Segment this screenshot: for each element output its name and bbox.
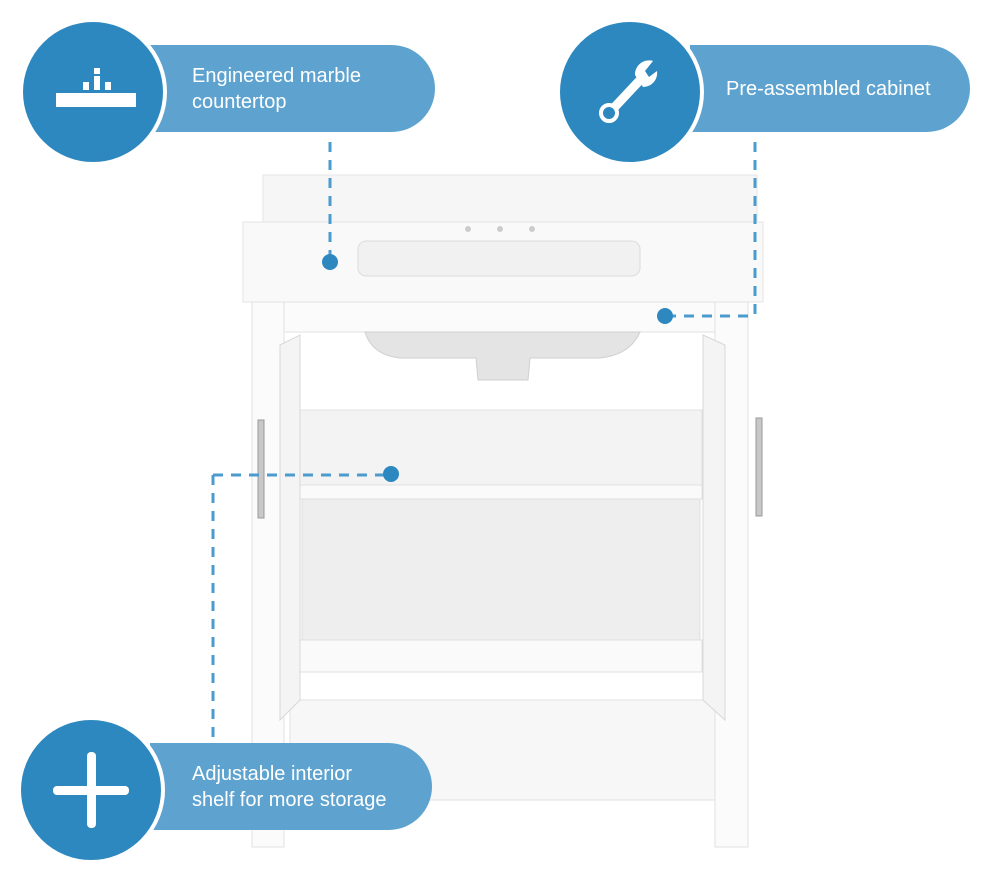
callout-shelf-line2: shelf for more storage	[192, 788, 387, 811]
callout-countertop-label: Engineered marble countertop	[150, 45, 435, 132]
wrench-icon	[599, 60, 658, 123]
callout-cabinet-label: Pre-assembled cabinet	[690, 45, 970, 132]
plus-icon	[53, 752, 129, 828]
callout-countertop-line1: Engineered marble	[192, 64, 361, 87]
callout-shelf-label: Adjustable interior shelf for more storag…	[150, 743, 432, 830]
callout-cabinet-badge	[556, 18, 704, 166]
callout-countertop-line2: countertop	[192, 90, 287, 113]
callout-shelf-badge	[17, 716, 165, 864]
callout-countertop-badge	[19, 18, 167, 166]
callout-shelf-line1: Adjustable interior	[192, 762, 353, 785]
callout-cabinet-text: Pre-assembled cabinet	[726, 77, 931, 100]
countertop-icon	[56, 68, 136, 107]
